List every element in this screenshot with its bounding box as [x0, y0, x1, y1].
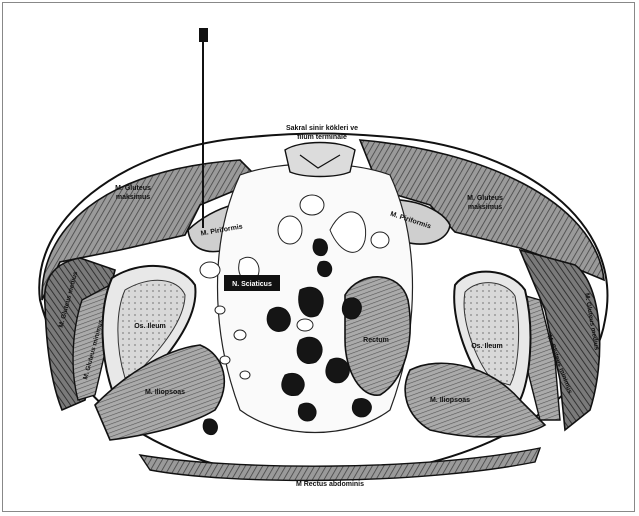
sacral-region — [285, 143, 355, 177]
label-sciatic: N. Sciaticus — [232, 281, 272, 288]
label-gluteus-max-right-2: maksimus — [468, 204, 502, 211]
label-iliopsoas-right: M. Iliopsoas — [430, 397, 470, 404]
label-os-ileum-left: Os. Ileum — [134, 323, 166, 330]
label-gluteus-max-right: M. Gluteus — [467, 195, 503, 202]
label-iliopsoas-left: M. Iliopsoas — [145, 389, 185, 396]
label-sacral-2: filum terminale — [297, 134, 347, 141]
label-gluteus-max-left-2: maksimus — [116, 194, 150, 201]
label-sacral: Sakral sinir kökleri ve — [286, 125, 358, 132]
needle-hub — [199, 28, 208, 42]
label-rectus-abdominis: M Rectus abdominis — [296, 481, 364, 488]
label-gluteus-max-left: M. Gluteus — [115, 185, 151, 192]
label-os-ileum-right: Os. Ileum — [471, 343, 503, 350]
label-rectum: Rectum — [363, 337, 389, 344]
